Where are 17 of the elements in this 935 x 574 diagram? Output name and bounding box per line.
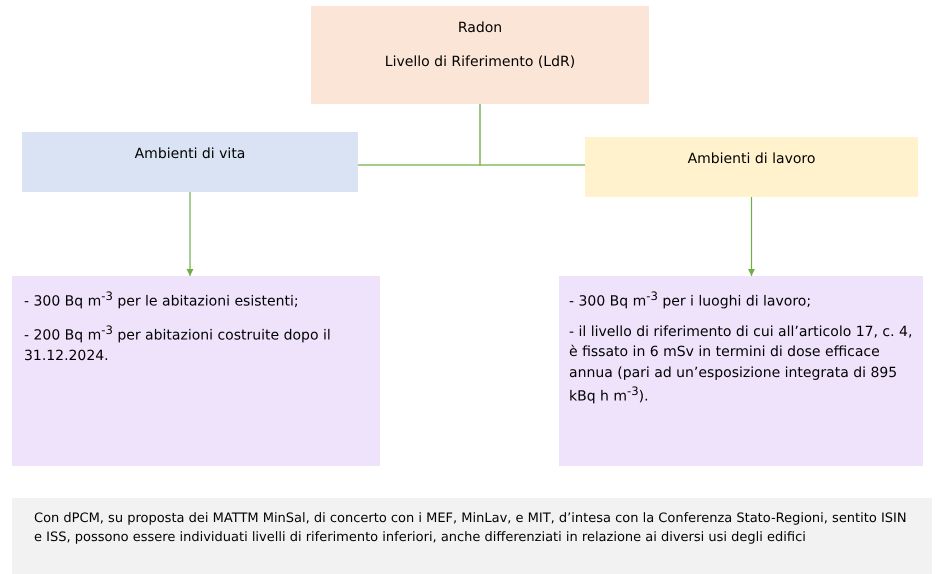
arrow xyxy=(186,192,194,276)
value-text: - il livello di riferimento di cui all’articolo 17, c. 4, è fissato in 6 mSv in termini di dose efficace annua (pari ad un’esposizione integrata di 895 kBq h m$^{-3}$). xyxy=(569,322,913,406)
value-text: - 300 Bq m$^{-3}$ per le abitazioni esistenti; xyxy=(24,288,300,312)
category-box xyxy=(585,137,918,197)
category-label: Ambienti di vita xyxy=(134,145,246,164)
note-text: Con dPCM, su proposta dei MATTM MinSal, di concerto con i MEF, MinLav, e MIT, d’intesa con la Conferenza Stato-Regioni, sentito ISIN e ISS, possono essere individuati livelli di riferimento inferiori, anche differenziati in relazione ai diversi usi degli edifici xyxy=(34,510,908,547)
value-text: - 200 Bq m$^{-3}$ per abitazioni costruite dopo il 31.12.2024. xyxy=(24,322,332,366)
connector-line xyxy=(479,104,585,166)
heading-box xyxy=(311,6,649,104)
title-text: Radon xyxy=(456,19,504,38)
value-box xyxy=(12,276,380,466)
value-text: - 300 Bq m$^{-3}$ per i luoghi di lavoro; xyxy=(569,288,812,312)
subtitle-text: Livello di Riferimento (LdR) xyxy=(384,53,576,72)
arrow xyxy=(748,197,755,276)
category-box xyxy=(22,132,358,192)
category-label: Ambienti di lavoro xyxy=(686,150,816,169)
value-box xyxy=(559,276,923,466)
